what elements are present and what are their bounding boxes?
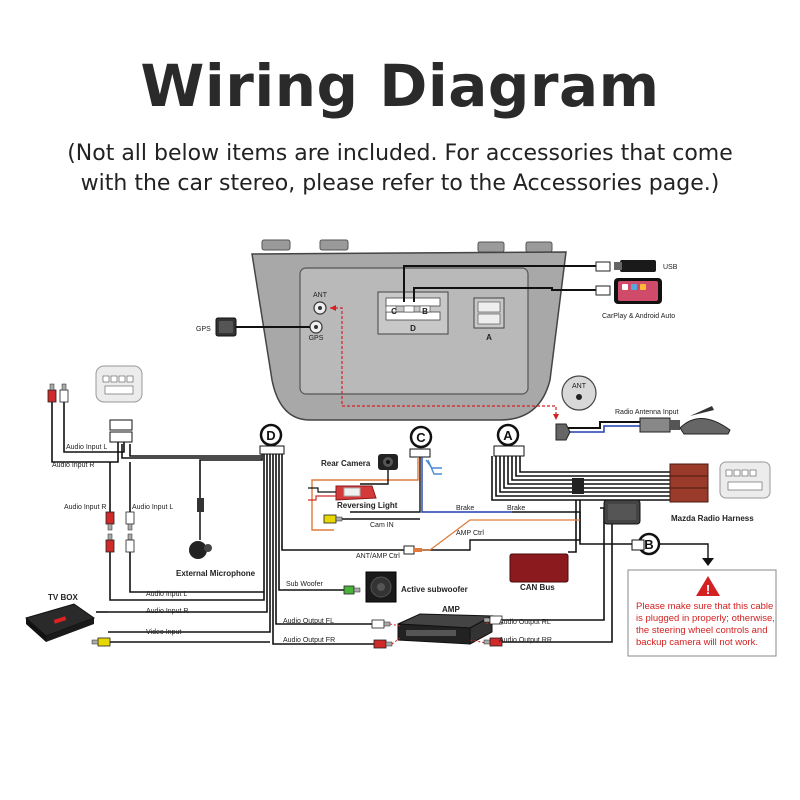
- connector-d-plug: [259, 445, 285, 455]
- cam-in-label: Cam IN: [370, 522, 394, 529]
- cam-in-rca-plug: [323, 514, 343, 524]
- head-unit-port-a-label: A: [486, 333, 492, 342]
- subtitle-line-2: with the car stereo, please refer to the…: [80, 171, 720, 196]
- microphone-icon: [189, 498, 212, 559]
- audio-input-r-mid-label: Audio Input R: [64, 504, 106, 511]
- c-harness-bundle: [311, 457, 466, 531]
- video-rca-plug: [91, 637, 111, 647]
- usb-plug-1: [595, 261, 611, 272]
- ant-arrow-tail: [553, 414, 559, 420]
- audio-input-r-bottom-label: Audio Input R: [146, 608, 188, 615]
- brake-label-2: Brake: [507, 505, 525, 512]
- svg-text:!: !: [706, 582, 710, 597]
- d-harness-bundle: [108, 444, 420, 645]
- warning-icon: !: [696, 576, 720, 597]
- sub-woofer-wire-label: Sub Woofer: [286, 581, 324, 588]
- usb-wire: [403, 265, 600, 302]
- shark-fin-antenna-icon: [679, 418, 731, 435]
- amp-icon: [397, 613, 494, 645]
- middle-rca-plugs: [105, 511, 135, 553]
- can-bus-icon: [509, 553, 569, 583]
- svg-text:A: A: [503, 428, 513, 443]
- usb-plug-2: [595, 285, 611, 296]
- antenna-wire-2: [568, 425, 640, 433]
- warning-line-2: is plugged in properly; otherwise,: [636, 613, 775, 624]
- connector-c-plug: [409, 448, 431, 458]
- ant-badge-icon: [561, 375, 597, 411]
- audio-output-fr-label: Audio Output FR: [283, 637, 335, 644]
- amp-ctrl-connector: [403, 545, 422, 555]
- warning-line-3: the steering wheel controls and: [636, 625, 768, 636]
- warning-line-1: Please make sure that this cable: [636, 601, 773, 612]
- reversing-light-label: Reversing Light: [337, 501, 398, 510]
- rear-camera-label: Rear Camera: [321, 459, 371, 468]
- can-bus-label: CAN Bus: [520, 583, 555, 592]
- tv-box-icon: [24, 603, 96, 642]
- ant-arrow-head: [330, 305, 336, 311]
- gps-label: GPS: [196, 326, 211, 333]
- audio-input-rca-top: [95, 365, 143, 443]
- ant-amp-ctrl-label: ANT/AMP Ctrl: [356, 553, 400, 560]
- external-microphone-label: External Microphone: [176, 569, 256, 578]
- phone-icon: [614, 278, 662, 304]
- tv-box-label: TV BOX: [48, 593, 78, 602]
- amp-ctrl-label: AMP Ctrl: [456, 530, 484, 537]
- reversing-light-icon: [335, 485, 377, 501]
- a-harness-bundle: [491, 456, 670, 553]
- warning-line-4: backup camera will not work.: [636, 637, 758, 648]
- audio-output-rl-label: Audio Output RL: [499, 619, 551, 626]
- head-unit-ant-label: ANT: [313, 292, 328, 299]
- amp-front-rca-plugs: [371, 619, 393, 649]
- brake-label-1: Brake: [456, 505, 474, 512]
- head-unit: C B D A ANT GPS: [251, 239, 567, 421]
- head-unit-gps-label: GPS: [309, 335, 324, 342]
- subwoofer-icon: [365, 571, 397, 603]
- svg-text:D: D: [266, 428, 275, 443]
- connector-b-plug: [631, 539, 645, 551]
- svg-text:C: C: [416, 430, 426, 445]
- ant-dashed-wire: [330, 307, 557, 418]
- audio-output-rr-label: Audio Output RR: [499, 637, 552, 644]
- top-rca-plugs: [47, 383, 69, 403]
- rear-camera-icon: [378, 454, 398, 470]
- mazda-harness-label: Mazda Radio Harness: [671, 514, 754, 523]
- mazda-harness-icon: [669, 461, 771, 503]
- head-unit-port-b-label: B: [422, 307, 428, 316]
- head-unit-port-d-label: D: [410, 324, 416, 333]
- sub-rca-plug: [343, 585, 361, 595]
- subtitle-line-1: (Not all below items are included. For a…: [67, 141, 733, 166]
- warning-box: [627, 569, 777, 657]
- antenna-wire-1: [568, 421, 640, 429]
- antenna-plug-icon: [555, 423, 571, 441]
- page-title: Wiring Diagram: [140, 52, 660, 120]
- audio-output-fl-label: Audio Output FL: [283, 618, 334, 625]
- audio-input-l-top-label: Audio Input L: [66, 444, 107, 451]
- audio-input-r-top-label: Audio Input R: [52, 462, 94, 469]
- usb-label: USB: [663, 264, 678, 271]
- head-unit-port-c-label: C: [391, 307, 397, 316]
- connector-a-badge: A: [496, 423, 520, 447]
- audio-input-l-mid-label: Audio Input L: [132, 504, 173, 511]
- connector-c-badge: C: [409, 425, 433, 449]
- video-input-label: Video Input: [146, 629, 181, 636]
- connector-a-plug: [493, 445, 525, 457]
- ant-badge-label: ANT: [572, 383, 587, 390]
- connector-d-badge: D: [259, 423, 283, 447]
- amp-label: AMP: [442, 605, 460, 614]
- audio-input-l-bottom-label: Audio Input L: [146, 591, 187, 598]
- carplay-wire: [413, 287, 600, 302]
- harness-junction: [572, 478, 584, 494]
- usb-dongle-icon: [614, 260, 656, 272]
- svg-text:B: B: [644, 537, 653, 552]
- antenna-adapter-icon: [639, 417, 671, 433]
- carplay-label: CarPlay & Android Auto: [602, 313, 675, 320]
- active-subwoofer-label: Active subwoofer: [401, 585, 468, 594]
- radio-antenna-label: Radio Antenna Input: [615, 409, 678, 416]
